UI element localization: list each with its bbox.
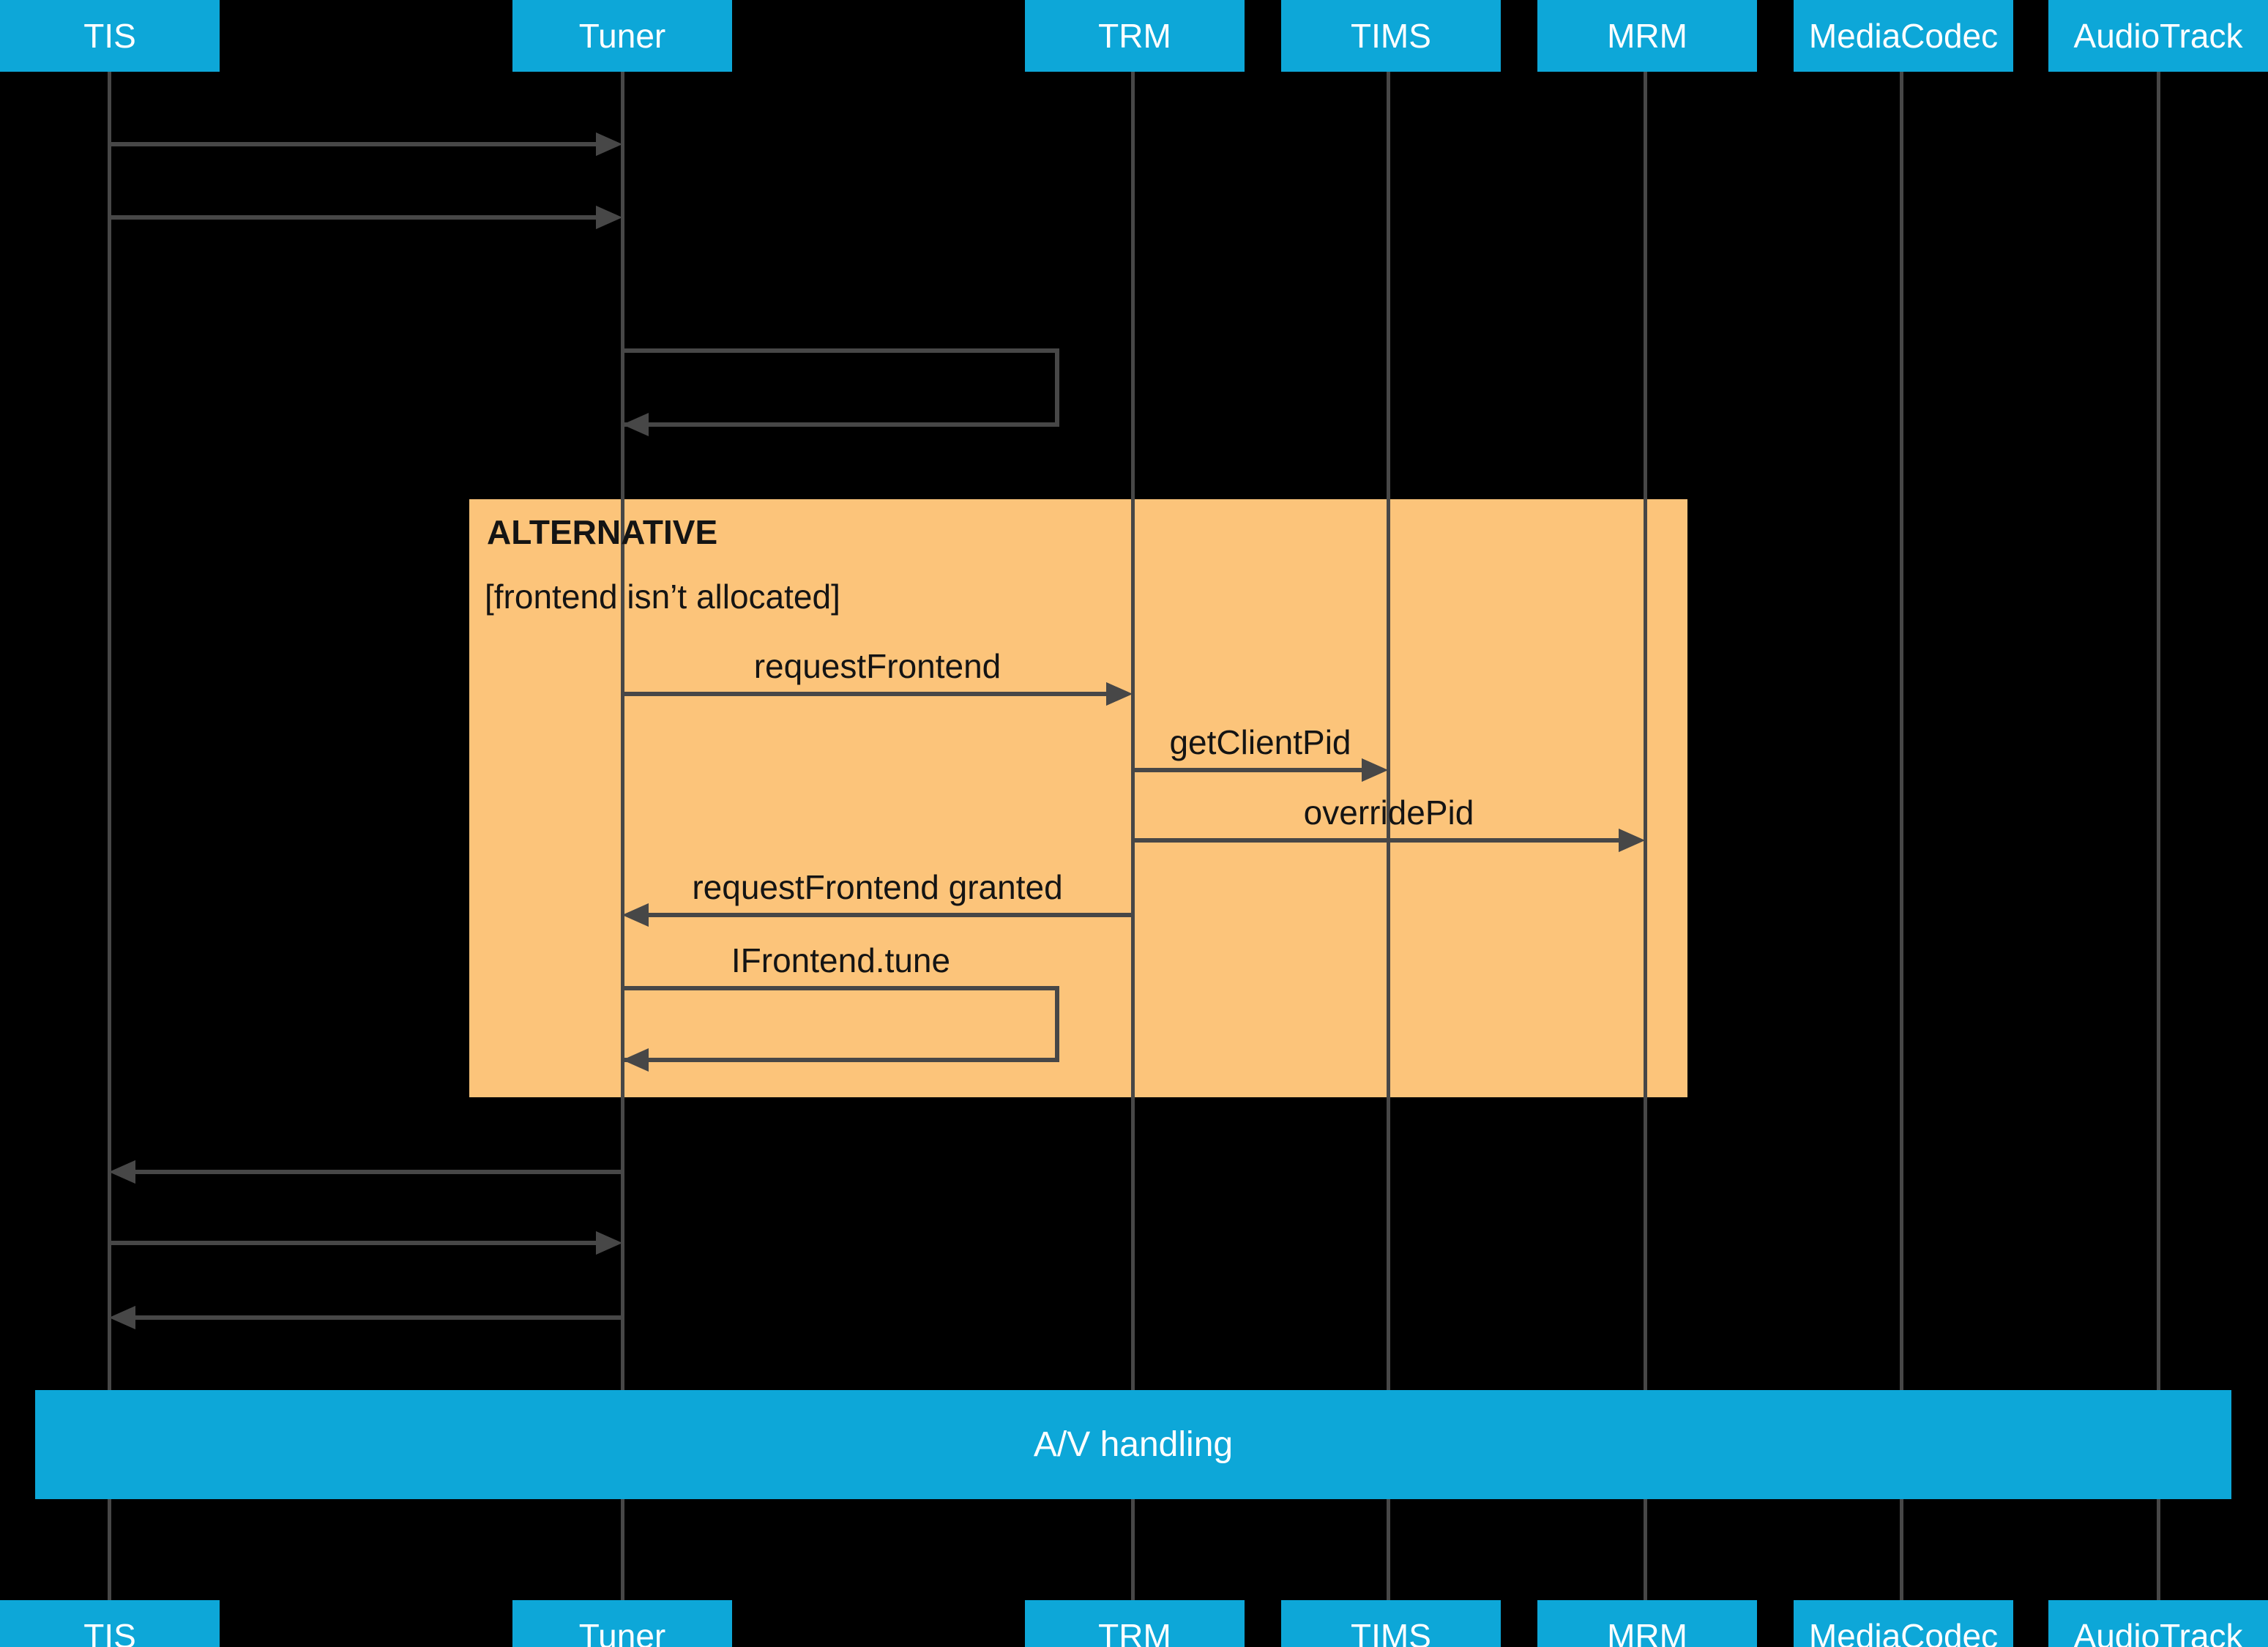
participant-footer-audiotrack: AudioTrack bbox=[2048, 1600, 2268, 1647]
participant-header-tuner: Tuner bbox=[512, 0, 732, 72]
arrowhead-icon bbox=[622, 1048, 649, 1072]
arrowhead-icon bbox=[1362, 758, 1388, 782]
lifeline-trm bbox=[1131, 72, 1135, 1600]
participant-header-tims: TIMS bbox=[1281, 0, 1501, 72]
arrowhead-icon bbox=[622, 413, 649, 436]
lifeline-tuner bbox=[621, 72, 624, 1600]
participant-header-trm: TRM bbox=[1025, 0, 1245, 72]
arrowhead-icon bbox=[622, 903, 649, 927]
lifeline-audiotrack bbox=[2157, 72, 2160, 1600]
message-arrow bbox=[1133, 838, 1623, 843]
message-arrow bbox=[131, 1170, 622, 1174]
participant-header-audiotrack: AudioTrack bbox=[2048, 0, 2268, 72]
participant-footer-trm: TRM bbox=[1025, 1600, 1245, 1647]
arrowhead-icon bbox=[109, 1306, 135, 1329]
arrowhead-icon bbox=[109, 1160, 135, 1184]
message-arrow bbox=[1133, 768, 1366, 772]
self-message bbox=[622, 348, 1059, 427]
arrowhead-icon bbox=[596, 206, 622, 229]
message-arrow bbox=[644, 913, 1133, 917]
arrowhead-icon bbox=[596, 132, 622, 156]
alt-fragment-condition: [frontend isn’t allocated] bbox=[485, 578, 840, 616]
alt-fragment bbox=[469, 499, 1687, 1097]
message-arrow bbox=[109, 1241, 600, 1245]
participant-footer-mrm: MRM bbox=[1537, 1600, 1757, 1647]
message-label: getClientPid bbox=[1169, 723, 1351, 761]
lifeline-tims bbox=[1387, 72, 1390, 1600]
lifeline-tis bbox=[108, 72, 111, 1600]
participant-header-mrm: MRM bbox=[1537, 0, 1757, 72]
participant-header-mediacodec: MediaCodec bbox=[1794, 0, 2013, 72]
self-message bbox=[622, 986, 1059, 1062]
arrowhead-icon bbox=[1619, 829, 1645, 852]
av-handling-bar: A/V handling bbox=[35, 1390, 2231, 1499]
participant-header-tis: TIS bbox=[0, 0, 220, 72]
alt-fragment-title: ALTERNATIVE bbox=[487, 513, 718, 551]
lifeline-mrm bbox=[1644, 72, 1647, 1600]
message-arrow bbox=[109, 215, 600, 220]
message-label: requestFrontend granted bbox=[692, 868, 1063, 906]
participant-footer-tims: TIMS bbox=[1281, 1600, 1501, 1647]
arrowhead-icon bbox=[596, 1231, 622, 1255]
arrowhead-icon bbox=[1106, 682, 1133, 706]
message-label: overridePid bbox=[1303, 793, 1474, 832]
participant-footer-tis: TIS bbox=[0, 1600, 220, 1647]
lifeline-mediacodec bbox=[1900, 72, 1903, 1600]
participant-footer-mediacodec: MediaCodec bbox=[1794, 1600, 2013, 1647]
message-label: IFrontend.tune bbox=[731, 941, 951, 979]
participant-footer-tuner: Tuner bbox=[512, 1600, 732, 1647]
message-label: requestFrontend bbox=[753, 647, 1001, 685]
message-arrow bbox=[622, 692, 1111, 696]
message-arrow bbox=[109, 142, 600, 146]
message-arrow bbox=[131, 1315, 622, 1320]
